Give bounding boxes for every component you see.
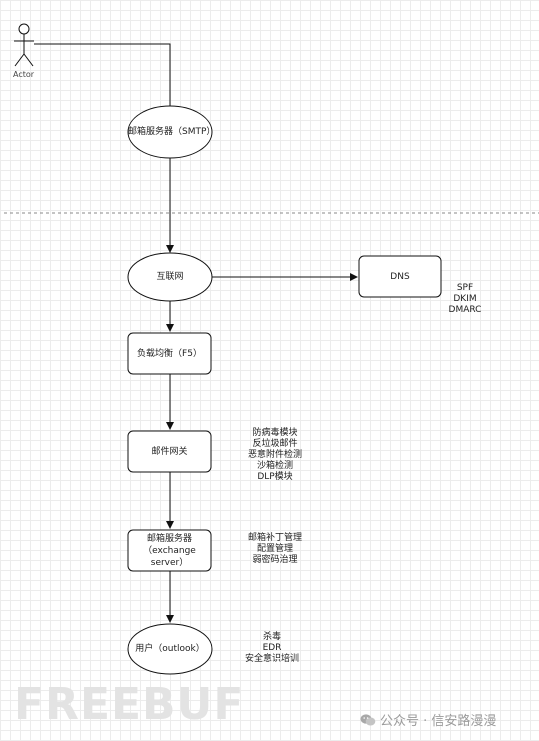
freebuf-watermark-logo: FREEBUF — [14, 679, 245, 730]
node-dns-label: DNS — [390, 271, 410, 282]
node-user-shape — [127, 623, 213, 675]
note-user: 杀毒 EDR 安全意识培训 — [232, 632, 312, 665]
node-internet-label: 互联网 — [156, 272, 184, 282]
note-dns-spf: SPF — [456, 283, 474, 293]
actor-figure — [14, 23, 34, 67]
wechat-icon — [360, 713, 376, 725]
node-exchange-line-2: （exchange server） — [143, 545, 196, 568]
note-gateway-item: 防病毒模块 — [252, 428, 298, 438]
note-dns-dkim: DKIM — [453, 294, 477, 304]
actor-label: Actor — [13, 70, 35, 79]
note-user-item: 杀毒 — [262, 632, 281, 642]
note-user-item: EDR — [262, 643, 282, 653]
note-dns: SPF DKIM DMARC — [440, 283, 490, 316]
note-gateway-item: DLP模块 — [257, 472, 293, 482]
note-gateway-item: 反垃圾邮件 — [252, 439, 298, 449]
edge-actor-smtp — [34, 43, 171, 108]
wechat-watermark-text: 公众号 · 信安路漫漫 — [380, 714, 497, 729]
note-exchange-item: 弱密码治理 — [252, 555, 298, 565]
node-exchange-label: 邮箱服务器 （exchange server） — [128, 530, 211, 571]
node-smtp-label: 邮箱服务器（SMTP） — [128, 127, 216, 137]
note-user-item: 安全意识培训 — [244, 654, 299, 664]
node-user-label: 用户（outlook） — [135, 644, 205, 654]
note-gateway: 防病毒模块 反垃圾邮件 恶意附件检测 沙箱检测 DLP模块 — [235, 428, 315, 483]
note-exchange-item: 邮箱补丁管理 — [247, 533, 302, 543]
node-lb-label: 负载均衡（F5） — [137, 348, 202, 359]
note-exchange: 邮箱补丁管理 配置管理 弱密码治理 — [235, 533, 315, 566]
note-gateway-item: 恶意附件检测 — [247, 450, 302, 460]
note-dns-dmarc: DMARC — [448, 305, 482, 315]
note-exchange-item: 配置管理 — [256, 544, 293, 554]
wechat-watermark: 公众号 · 信安路漫漫 — [360, 710, 496, 729]
node-dns-shape — [358, 255, 442, 298]
note-gateway-item: 沙箱检测 — [256, 461, 293, 471]
node-exchange-line-1: 邮箱服务器 — [146, 533, 192, 544]
node-gateway-label: 邮件网关 — [151, 446, 188, 457]
